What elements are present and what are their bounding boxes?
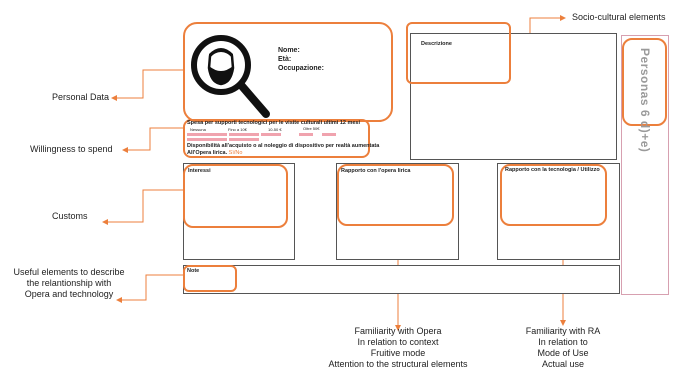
customs-frame	[183, 164, 288, 228]
connector-useful	[122, 274, 183, 301]
connector-customs	[108, 189, 183, 223]
arrowhead-customs	[102, 219, 108, 225]
field-name: Nome:	[278, 47, 300, 54]
arrowhead-opera	[395, 325, 401, 331]
availability-answer: Sì/No	[228, 150, 243, 156]
arrowhead-ra	[560, 320, 566, 326]
persona-title: Personas 6 d)+e)	[638, 48, 652, 153]
callout-useful: Useful elements to describe the relantio…	[13, 267, 125, 299]
interessi-box	[183, 163, 295, 260]
spend-option-2: 10-50 €	[268, 127, 282, 132]
spend-bar-3	[299, 133, 313, 136]
willingness-frame	[183, 119, 370, 158]
availability-question: Disponibilità all'acquisto o al noleggio…	[187, 143, 380, 156]
spend-option-3: Oltre 50€	[303, 126, 320, 131]
note-label: Note	[187, 268, 200, 274]
callout-customs: Customs	[52, 211, 88, 221]
socio-cultural-frame	[406, 22, 511, 84]
spend-option-1: Fino a 10€	[228, 127, 247, 132]
interessi-label: Interessi	[188, 168, 211, 174]
spend-bar-1	[229, 133, 259, 136]
descrizione-label: Descrizione	[421, 41, 452, 47]
callout-socio-cultural: Socio-cultural elements	[572, 12, 666, 22]
spend-option-0: Nessuna	[190, 127, 206, 132]
ra-frame	[500, 164, 607, 226]
callout-ra: Familiarity with RA In relation to Mode …	[525, 326, 601, 369]
spend-bar-6	[229, 138, 259, 141]
rapporto-opera-label: Rapporto con l'opera lirica	[341, 168, 411, 174]
descrizione-box: Descrizione	[410, 33, 617, 160]
persona-title-strip	[621, 35, 669, 295]
field-age: Età:	[278, 56, 292, 63]
arrowhead-useful	[116, 297, 122, 303]
note-box	[183, 265, 620, 294]
personal-fields: Nome: Età: Occupazione:	[278, 46, 324, 73]
field-occupation: Occupazione:	[278, 65, 324, 72]
spend-bar-2	[261, 133, 281, 136]
callout-opera: Familiarity with Opera In relation to co…	[328, 326, 468, 369]
connector-personal-data	[117, 69, 183, 99]
arrowhead-willingness	[122, 147, 128, 153]
spend-bar-5	[187, 138, 227, 141]
connector-willingness	[128, 127, 183, 151]
rapporto-opera-box	[336, 163, 459, 260]
user-magnifier-icon	[191, 35, 270, 118]
callout-willingness: Willingness to spend	[30, 144, 113, 154]
arrowhead-personal	[111, 95, 117, 101]
personal-data-frame	[183, 22, 393, 122]
opera-frame	[337, 164, 454, 226]
arrowhead-socio	[560, 15, 566, 21]
spend-bar-4	[322, 133, 336, 136]
note-frame	[183, 265, 237, 292]
callout-personal-data: Personal Data	[52, 92, 110, 102]
persona-title-frame	[622, 38, 667, 126]
rapporto-tech-box	[497, 163, 620, 260]
rapporto-tech-label: Rapporto con la tecnologia / Utilizzo	[505, 167, 600, 173]
spend-bar-0	[187, 133, 227, 136]
spend-question: Spesa per supporti tecnologici per le vi…	[187, 120, 360, 126]
